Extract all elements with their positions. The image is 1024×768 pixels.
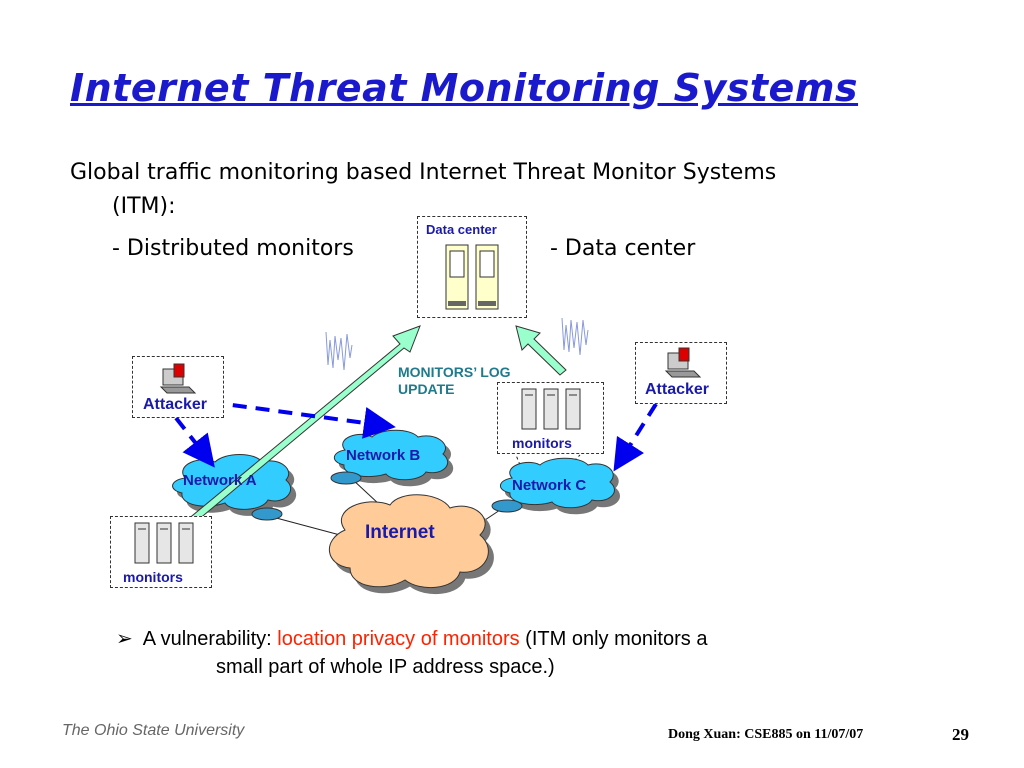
data-center-label: Data center <box>426 222 497 237</box>
log-update-line-1: MONITORS’ LOG <box>398 364 511 380</box>
data-center-box: Data center <box>417 216 527 318</box>
monitors-right-box: monitors <box>497 382 604 454</box>
network-b-label: Network B <box>346 447 421 464</box>
internet-label: Internet <box>365 522 435 543</box>
attack-arrows <box>174 400 658 472</box>
router-icons <box>251 471 523 521</box>
bullet-highlight: location privacy of monitors <box>277 628 520 650</box>
bullet-marker: ➢ <box>116 628 133 650</box>
attacker-right-box: Attacker <box>635 342 727 404</box>
network-a-cloud <box>172 454 292 510</box>
intro-line-1: Global traffic monitoring based Internet… <box>70 160 777 185</box>
log-update-line-2: UPDATE <box>398 381 455 397</box>
intro-line-2: (ITM): <box>112 194 176 219</box>
computer-icon <box>664 347 702 378</box>
bullet-prefix: A vulnerability: <box>142 628 278 650</box>
log-update-arrows <box>186 325 567 526</box>
footer-university: The Ohio State University <box>62 722 245 739</box>
monitors-left-box: monitors <box>110 516 212 588</box>
server-rack-icon <box>134 522 194 564</box>
item-data-center: - Data center <box>550 236 696 261</box>
page-number: 29 <box>952 725 969 744</box>
monitors-right-label: monitors <box>512 435 572 451</box>
log-update-label: MONITORS’ LOG UPDATE <box>398 364 511 398</box>
footer-author: Dong Xuan: CSE885 on 11/07/07 <box>668 727 864 742</box>
network-a-label: Network A <box>183 472 257 489</box>
attacker-left-label: Attacker <box>143 396 208 413</box>
attacker-left-box: Attacker <box>132 356 224 418</box>
server-rack-icon <box>521 388 581 430</box>
internet-cloud <box>328 494 489 589</box>
bullet-line-2: small part of whole IP address space.) <box>216 656 555 678</box>
bullet-suffix: (ITM only monitors a <box>519 628 708 650</box>
monitors-left-label: monitors <box>123 569 183 585</box>
bullet-line-1: ➢ A vulnerability: location privacy of m… <box>116 626 707 651</box>
attacker-right-label: Attacker <box>645 381 710 398</box>
network-c-label: Network C <box>512 477 587 494</box>
traffic-signal-icons <box>325 317 589 371</box>
item-distributed-monitors: - Distributed monitors <box>112 236 354 261</box>
slide-title: Internet Threat Monitoring Systems <box>70 66 859 110</box>
server-icon <box>445 244 499 310</box>
computer-icon <box>159 363 197 394</box>
network-c-cloud <box>500 457 615 509</box>
